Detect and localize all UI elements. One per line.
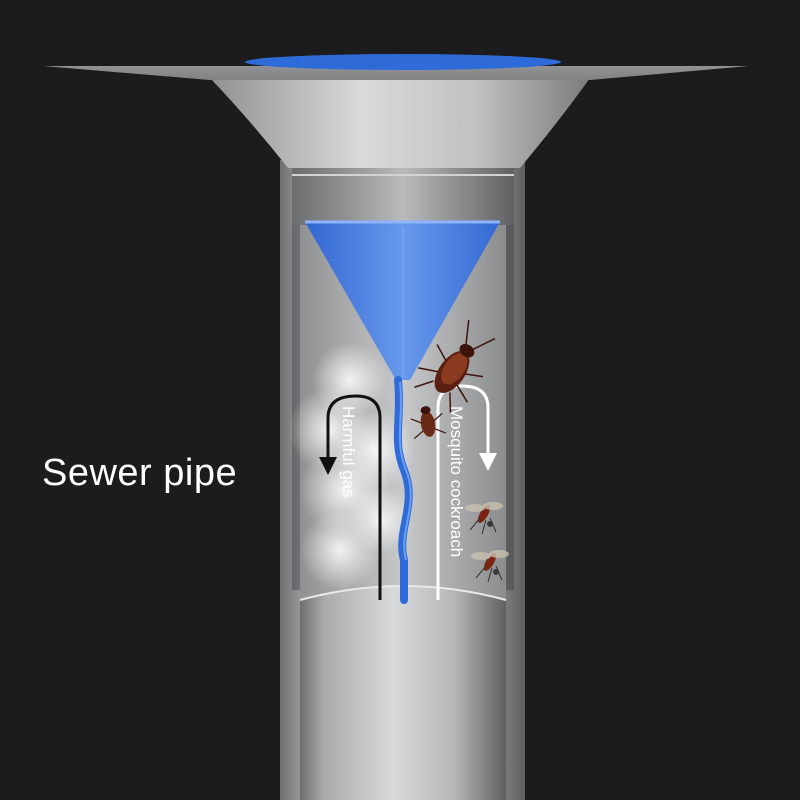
sewer-pipe-label: Sewer pipe [42, 452, 238, 494]
cockroach-icon [414, 320, 496, 413]
arrow-down-icon [436, 384, 497, 600]
funnel-valve-icon [305, 220, 500, 604]
mosquito-icon [471, 550, 509, 583]
blue-cover [245, 54, 561, 70]
pests-label: Mosquito cockroach [447, 406, 466, 557]
pipe-lower-section [300, 586, 506, 800]
gas-arrow-icon [319, 394, 382, 600]
mosquito-icon [465, 502, 503, 535]
cockroach-icon [410, 406, 447, 440]
gas-label: Harmful gas [339, 406, 358, 498]
drain-bowl [210, 78, 590, 168]
